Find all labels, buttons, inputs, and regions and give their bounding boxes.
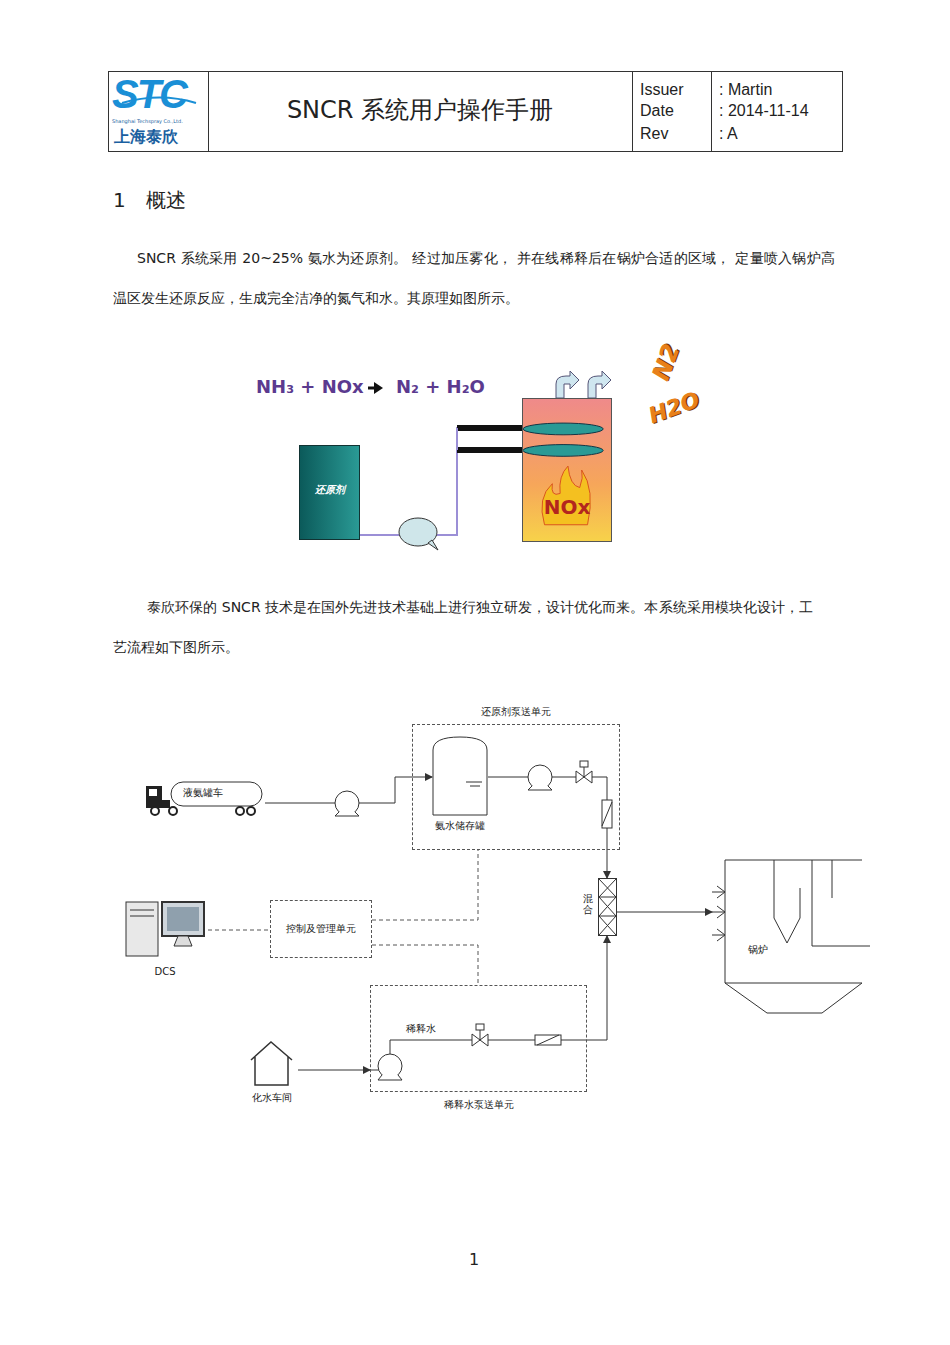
header-value: : Martin — [719, 80, 772, 99]
dcs-computer: DCS — [122, 898, 208, 980]
boiler: 锅炉 — [712, 858, 870, 1018]
header-value: : 2014-11-14 — [719, 101, 809, 120]
document-title: SNCR 系统用户操作手册 — [208, 96, 632, 125]
product-label: N2 — [647, 340, 687, 384]
storage-tank: 氨水储存罐 — [432, 736, 488, 816]
reaction-equation: NH₃ + NOx — [256, 376, 364, 398]
control-unit: 控制及管理单元 — [270, 900, 372, 958]
node-shape — [432, 736, 488, 816]
header-key: Issuer — [640, 80, 684, 99]
dilution-unit-frame: 稀释水泵送单元 — [370, 985, 587, 1092]
signal-line — [372, 945, 478, 985]
signal-line — [372, 850, 478, 920]
pipe-line — [360, 428, 522, 535]
pipe-line — [617, 912, 712, 913]
pipe-line — [587, 936, 607, 1040]
header-value: : A — [719, 124, 738, 143]
pump-unit-frame: 还原剂泵送单元氨水储存罐 — [412, 724, 620, 850]
node-text: NOx — [523, 495, 611, 519]
node-text: 还原剂 — [300, 484, 359, 496]
logo-letters: STC — [112, 70, 186, 118]
node-text: 化水车间 — [242, 1092, 302, 1104]
reagent-tank: 还原剂 — [299, 445, 360, 540]
header-key: Date — [640, 101, 674, 120]
logo-chinese: 上海泰欣 — [114, 127, 178, 146]
header-key: Rev — [640, 124, 668, 143]
paragraph: SNCR 系统采用 20~25% 氨水为还原剂。 经过加压雾化， 并在线稀释后在… — [113, 238, 835, 318]
tanker-truck: 液氨罐车 — [143, 778, 265, 818]
logo-english: Shanghai Techspray Co.,Ltd. — [112, 118, 183, 124]
product-label: H2O — [645, 387, 703, 430]
node-text: 液氨罐车 — [183, 787, 223, 799]
node-text: DCS — [122, 966, 208, 978]
boiler-furnace: NOx — [522, 398, 612, 542]
water-plant: 化水车间 — [246, 1040, 298, 1108]
paragraph: 泰欣环保的 SNCR 技术是在国外先进技术基础上进行独立研发，设计优化而来。本系… — [113, 587, 813, 667]
pipe-line — [488, 777, 607, 878]
line-label: 稀释水 — [406, 1023, 436, 1035]
node-text: 控制及管理单元 — [271, 923, 371, 935]
node-shape — [712, 858, 870, 1018]
section-heading: 概述 — [146, 188, 186, 212]
node-shape — [523, 399, 611, 541]
node-text: 锅炉 — [748, 944, 768, 956]
signal-line — [208, 930, 270, 931]
node-text: 稀释水泵送单元 — [371, 1099, 586, 1111]
pipe-line — [298, 1070, 370, 1071]
node-text: 氨水储存罐 — [422, 820, 498, 832]
node-text: 混合 — [583, 893, 593, 915]
static-mixer: 混合 — [583, 878, 617, 936]
reaction-equation: N₂ + H₂O — [396, 376, 485, 398]
node-text: 还原剂泵送单元 — [413, 706, 619, 718]
page-number: 1 — [469, 1250, 479, 1269]
section-number: 1 — [113, 188, 126, 212]
